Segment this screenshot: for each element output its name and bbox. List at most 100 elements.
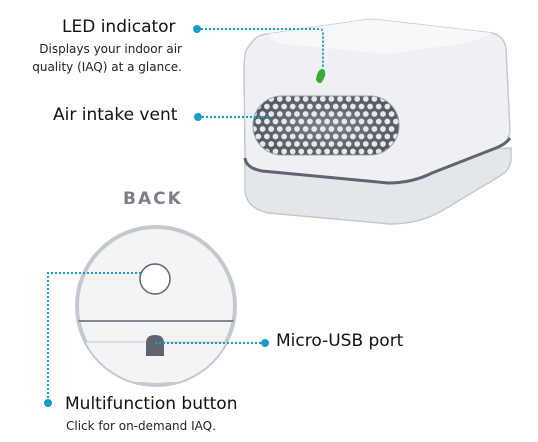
vent-hole (332, 148, 339, 155)
vent-hole (294, 111, 300, 117)
vent-hole (294, 126, 300, 132)
button-callout-dot (44, 399, 52, 407)
vent-hole (328, 111, 335, 117)
vent-hole (307, 148, 313, 155)
vent-hole (307, 118, 313, 125)
vent-hole (298, 133, 305, 140)
vent-hole (311, 111, 318, 117)
led-indicator-title: LED indicator (62, 17, 176, 37)
vent-hole (332, 103, 339, 110)
vent-hole (264, 133, 270, 140)
vent-hole (350, 148, 356, 155)
vent-hole (350, 103, 356, 110)
vent-hole (358, 103, 365, 110)
vent-hole (289, 148, 296, 155)
vent-hole (294, 96, 300, 102)
vent-hole (276, 111, 283, 117)
vent-hole (367, 118, 373, 125)
vent-hole (362, 141, 369, 147)
vent-hole (285, 126, 292, 132)
vent-hole (375, 103, 382, 110)
vent-hole (311, 126, 318, 132)
vent-hole (302, 141, 309, 147)
vent-hole (337, 111, 343, 117)
vent-hole (367, 103, 373, 110)
vent-hole (367, 133, 373, 140)
vent-hole (345, 111, 352, 117)
vent-hole (281, 133, 287, 140)
vent-hole (354, 126, 361, 132)
vent-hole (302, 111, 309, 117)
vent-hole (375, 133, 382, 140)
vent-hole (259, 126, 266, 132)
vent-hole (367, 148, 373, 155)
vent-hole (289, 103, 296, 110)
vent-hole (354, 111, 361, 117)
vent-hole (319, 141, 326, 147)
vent-hole (319, 96, 326, 102)
vent-hole (307, 103, 313, 110)
vent-hole (276, 96, 283, 102)
vent-hole (384, 118, 391, 125)
device-groove (243, 137, 512, 185)
vent-hole (268, 126, 275, 132)
vent-hole (255, 118, 262, 125)
vent-hole (298, 118, 305, 125)
vent-hole (272, 133, 279, 140)
vent-hole (311, 96, 318, 102)
intake-vent (253, 96, 399, 155)
vent-hole (268, 111, 275, 117)
vent-hole (285, 141, 292, 147)
led-light (316, 69, 326, 84)
vent-hole (324, 103, 330, 110)
vent-hole (276, 126, 283, 132)
vent-hole (272, 118, 279, 125)
vent-hole (371, 96, 378, 102)
vent-hole (276, 141, 283, 147)
vent-hole (298, 103, 305, 110)
led-indicator-desc-line1: Displays your indoor air (39, 42, 182, 56)
vent-hole (337, 96, 343, 102)
vent-hole (337, 141, 343, 147)
back-view-label: BACK (123, 189, 183, 209)
vent-hole (362, 96, 369, 102)
vent-hole (341, 133, 348, 140)
vent-hole (264, 103, 270, 110)
multifunction-button[interactable] (139, 263, 171, 295)
vent-hole (255, 133, 262, 140)
vent-hole (294, 141, 300, 147)
vent-hole (315, 103, 322, 110)
vent-hole (328, 141, 335, 147)
vent-hole (350, 133, 356, 140)
intake-callout-dot (194, 113, 202, 121)
vent-hole (362, 111, 369, 117)
vent-hole (285, 96, 292, 102)
multifunction-button-desc: Click for on-demand IAQ. (66, 419, 216, 433)
vent-hole (384, 133, 391, 140)
vent-hole (380, 141, 386, 147)
led-callout-dot (193, 25, 201, 33)
vent-hole (388, 126, 395, 132)
vent-hole (393, 118, 399, 125)
vent-hole (332, 118, 339, 125)
vent-hole (272, 103, 279, 110)
vent-hole (328, 96, 335, 102)
vent-hole (307, 133, 313, 140)
vent-hole (358, 148, 365, 155)
micro-usb-port-title: Micro-USB port (276, 331, 404, 351)
vent-hole (328, 126, 335, 132)
vent-hole (380, 126, 386, 132)
vent-hole (345, 96, 352, 102)
vent-hole (354, 141, 361, 147)
vent-hole (319, 126, 326, 132)
vent-hole (358, 118, 365, 125)
vent-hole (345, 141, 352, 147)
vent-hole (268, 141, 275, 147)
vent-hole (264, 118, 270, 125)
vent-hole (253, 126, 257, 132)
device-front (243, 18, 512, 225)
vent-hole (332, 133, 339, 140)
vent-hole (341, 118, 348, 125)
vent-hole (289, 133, 296, 140)
